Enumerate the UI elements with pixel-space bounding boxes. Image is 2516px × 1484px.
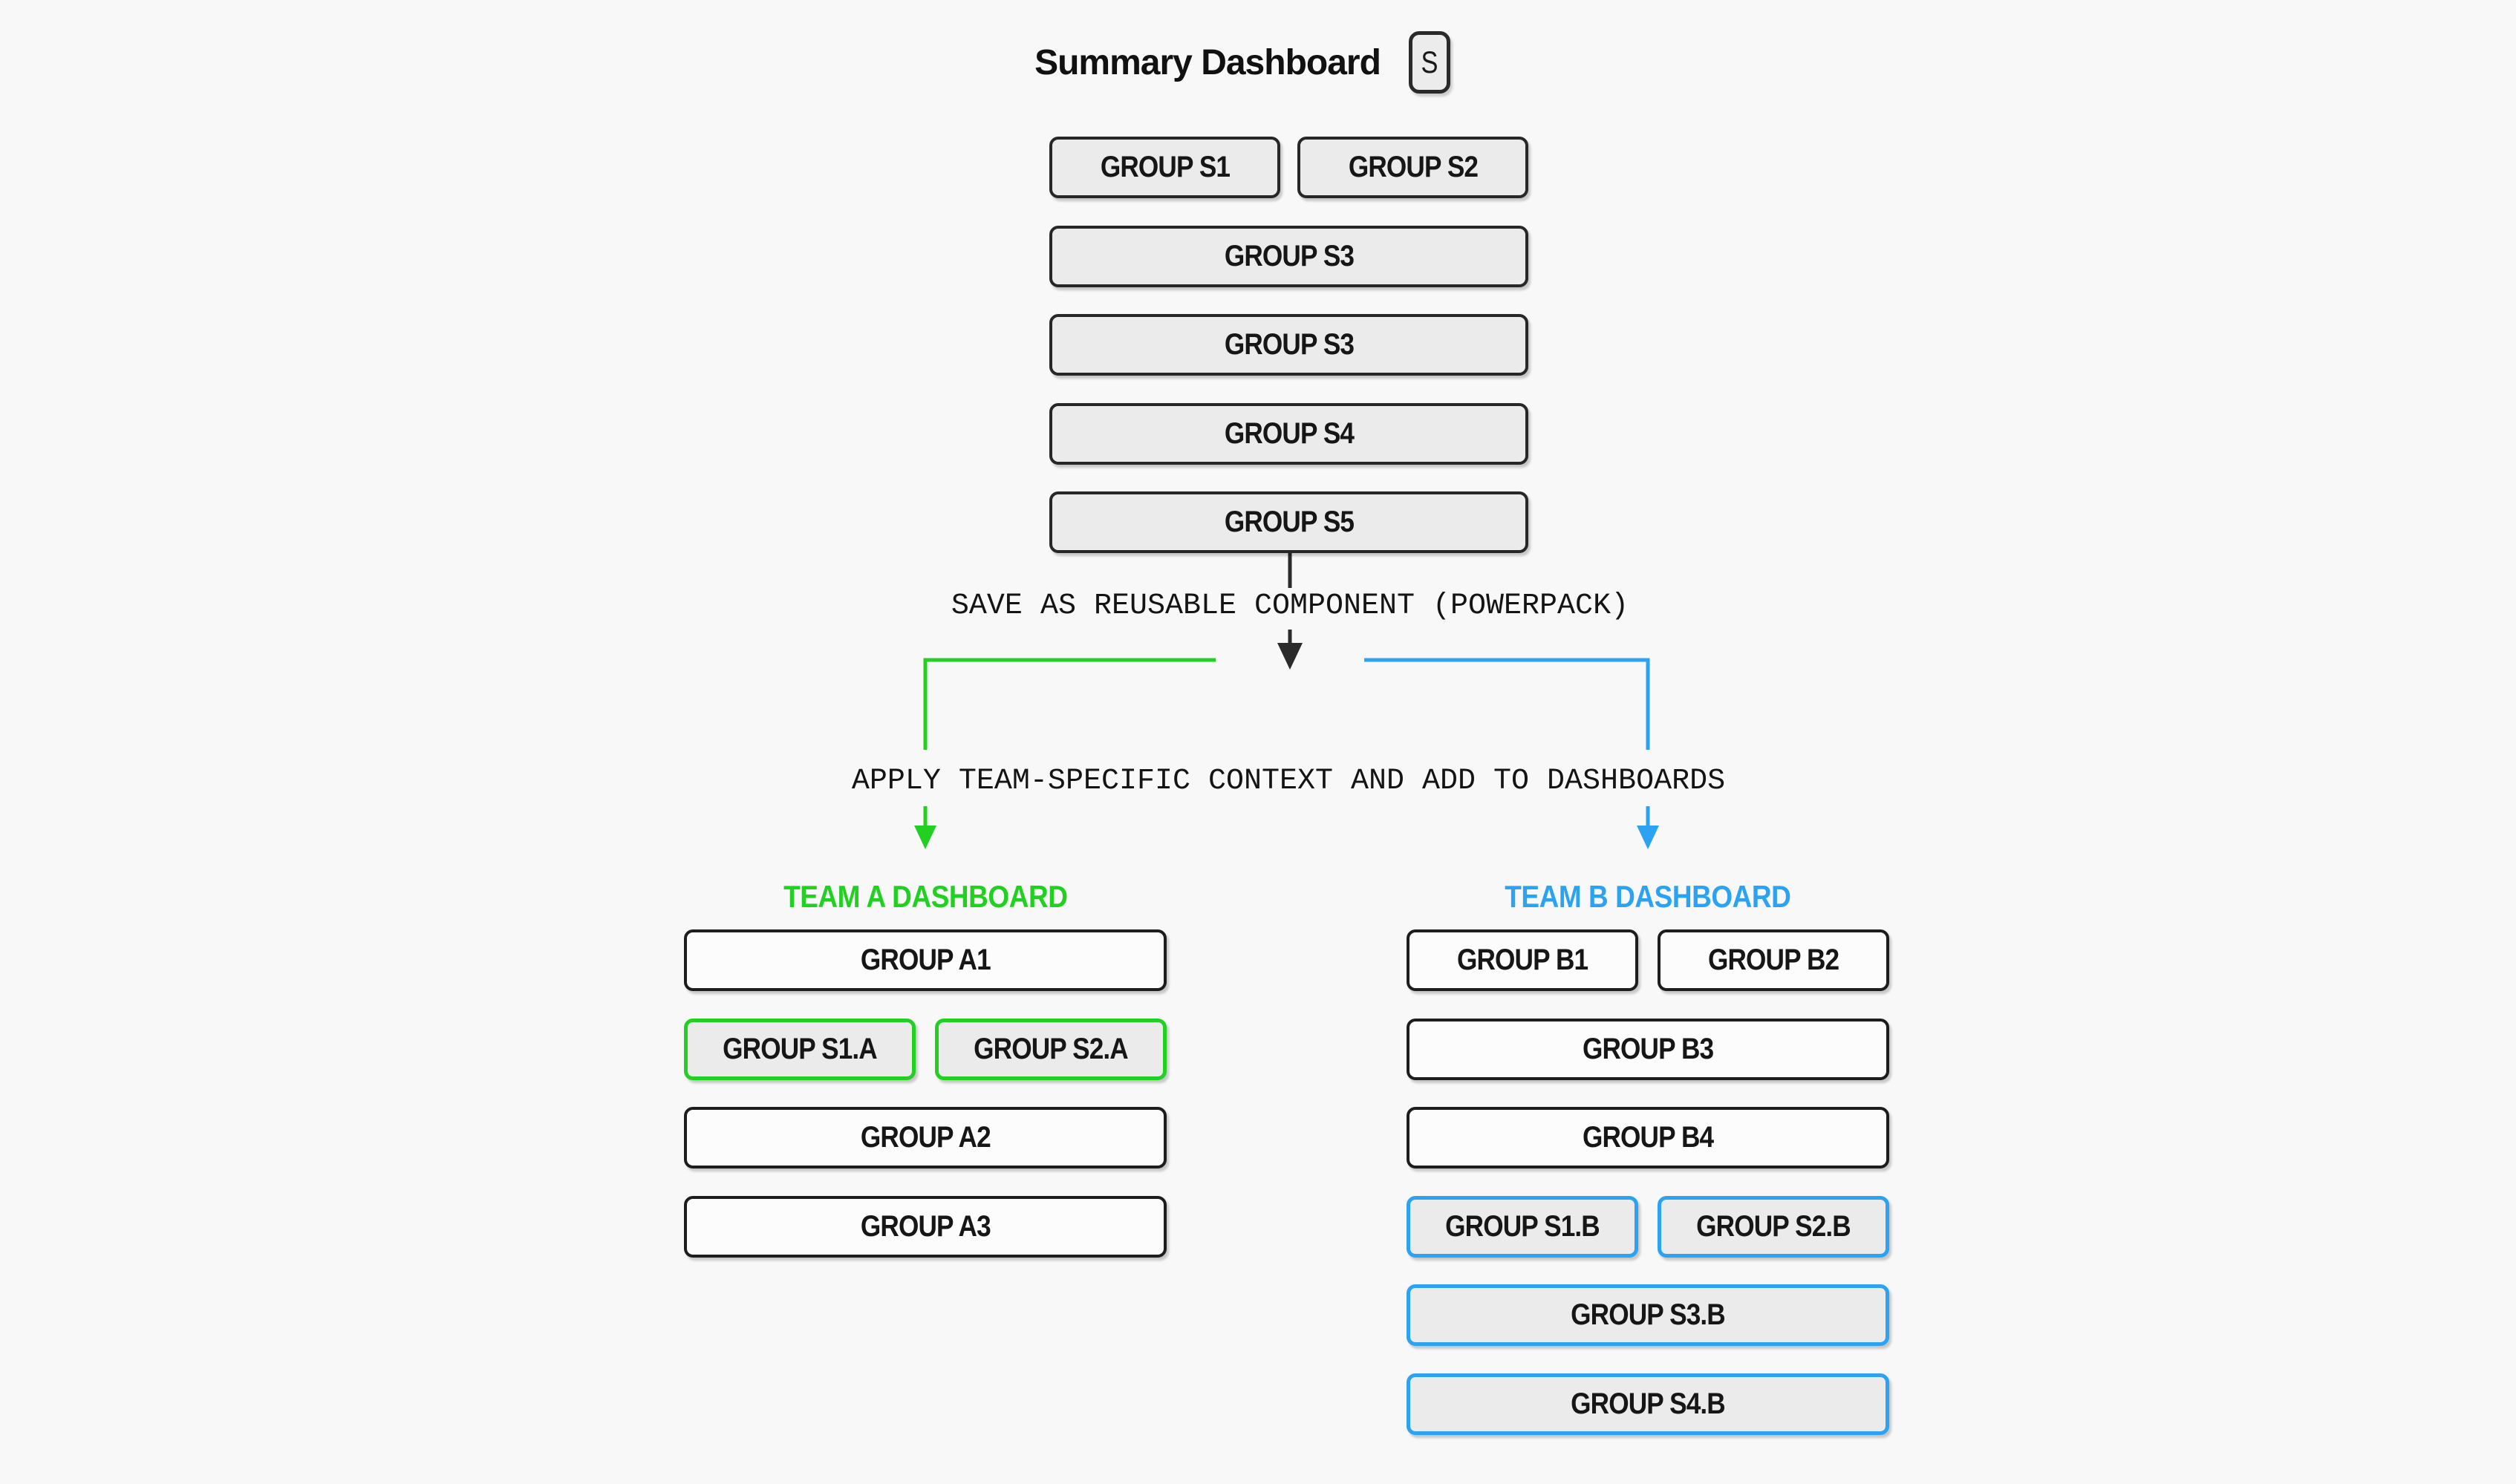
flow-step-save-label: SAVE AS REUSABLE COMPONENT (POWERPACK) — [951, 589, 1629, 623]
group-box-s4: GROUP S4 — [1049, 402, 1528, 465]
summary-title: Summary Dashboard — [1034, 42, 1381, 82]
group-box-s2a: GROUP S2.A — [935, 1018, 1167, 1080]
group-box-s1-label: GROUP S1 — [1100, 151, 1230, 183]
team-a-arrowhead-icon — [914, 826, 936, 849]
group-box-s2b: GROUP S2.B — [1658, 1195, 1889, 1258]
team-b-title: TEAM B DASHBOARD — [1425, 879, 1871, 915]
group-box-s3b-label: GROUP S3.B — [1571, 1298, 1726, 1331]
group-box-s2: GROUP S2 — [1297, 137, 1528, 198]
group-box-a1: GROUP A1 — [684, 929, 1167, 991]
team-b-arrowhead-icon — [1637, 826, 1659, 849]
group-box-s2a-label: GROUP S2.A — [974, 1032, 1129, 1065]
summary-row-1: GROUP S1 GROUP S2 — [1049, 137, 1528, 198]
group-box-s1b: GROUP S1.B — [1407, 1195, 1638, 1258]
team-b-title-label: TEAM B DASHBOARD — [1505, 879, 1791, 914]
flow-step-apply-label: APPLY TEAM-SPECIFIC CONTEXT AND ADD TO D… — [851, 765, 1726, 798]
team-a-connector — [914, 658, 1216, 849]
team-b-component-row: GROUP S1.B GROUP S2.B — [1407, 1195, 1889, 1258]
group-box-s1b-label: GROUP S1.B — [1445, 1209, 1600, 1243]
group-box-b2-label: GROUP B2 — [1707, 944, 1839, 976]
group-box-b4-label: GROUP B4 — [1582, 1121, 1714, 1154]
summary-badge-label: S — [1421, 45, 1438, 79]
team-a-component-row: GROUP S1.A GROUP S2.A — [684, 1018, 1167, 1080]
group-box-s3: GROUP S3 — [1049, 225, 1528, 287]
summary-header: Summary Dashboard S — [931, 27, 1554, 98]
group-box-s3-duplicate-label: GROUP S3 — [1224, 328, 1354, 361]
group-box-s3-duplicate: GROUP S3 — [1049, 314, 1528, 376]
summary-badge: S — [1408, 31, 1450, 94]
team-b-stack: GROUP B1 GROUP B2 GROUP B3 GROUP B4 GROU… — [1407, 929, 1889, 1435]
group-box-a1-label: GROUP A1 — [860, 944, 991, 976]
team-a-title: TEAM A DASHBOARD — [703, 879, 1148, 915]
group-box-s3-label: GROUP S3 — [1224, 239, 1354, 272]
group-box-a3-label: GROUP A3 — [860, 1209, 991, 1243]
group-box-s1a: GROUP S1.A — [684, 1018, 916, 1080]
group-box-s3b: GROUP S3.B — [1407, 1284, 1889, 1346]
group-box-s1a-label: GROUP S1.A — [723, 1032, 878, 1065]
group-box-s2b-label: GROUP S2.B — [1696, 1209, 1851, 1243]
group-box-b3-label: GROUP B3 — [1582, 1032, 1714, 1065]
team-a-title-label: TEAM A DASHBOARD — [783, 879, 1068, 914]
group-box-s2-label: GROUP S2 — [1348, 151, 1478, 183]
summary-group-stack: GROUP S1 GROUP S2 GROUP S3 GROUP S3 GROU… — [1049, 137, 1528, 553]
group-box-s4-label: GROUP S4 — [1224, 416, 1354, 450]
group-box-b3: GROUP B3 — [1407, 1018, 1889, 1080]
team-a-stack: GROUP A1 GROUP S1.A GROUP S2.A GROUP A2 … — [684, 929, 1167, 1258]
group-box-s4b: GROUP S4.B — [1407, 1373, 1889, 1435]
group-box-a2: GROUP A2 — [684, 1107, 1167, 1168]
group-box-b2: GROUP B2 — [1658, 929, 1889, 991]
group-box-s4b-label: GROUP S4.B — [1571, 1387, 1726, 1420]
group-box-a2-label: GROUP A2 — [860, 1121, 991, 1154]
group-box-b1: GROUP B1 — [1407, 929, 1638, 991]
group-box-s5-label: GROUP S5 — [1224, 506, 1354, 538]
group-box-a3: GROUP A3 — [684, 1195, 1167, 1258]
group-box-s5: GROUP S5 — [1049, 491, 1528, 553]
group-box-b4: GROUP B4 — [1407, 1107, 1889, 1168]
group-box-s1: GROUP S1 — [1049, 137, 1280, 198]
team-b-row-1: GROUP B1 GROUP B2 — [1407, 929, 1889, 991]
arrow-down-icon — [1277, 643, 1303, 670]
team-b-connector — [1364, 658, 1659, 849]
group-box-b1-label: GROUP B1 — [1456, 944, 1588, 976]
